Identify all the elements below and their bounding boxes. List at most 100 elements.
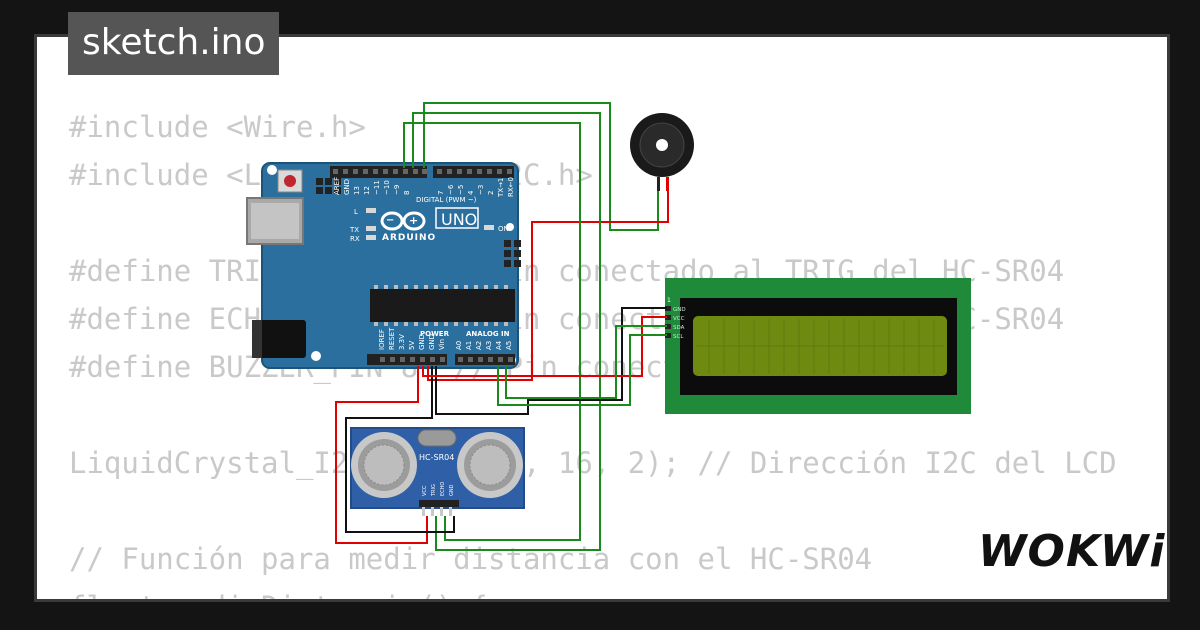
code-line: #include <Wire.h> — [69, 110, 366, 144]
crystal — [417, 429, 457, 447]
pin-label: IOREF — [378, 329, 386, 350]
pin-label: AREF — [333, 177, 341, 195]
lcd-pin[interactable] — [665, 306, 671, 311]
lcd-pin-index: 1 — [667, 297, 671, 304]
microcontroller-chip — [370, 285, 515, 326]
led-label: L — [354, 208, 358, 216]
pin-label: ~3 — [477, 185, 485, 195]
digital-pin-labels: AREF GND 13 12 ~11 ~10 ~9 8 7 ~6 ~5 4 ~3… — [333, 177, 515, 198]
pin-label: TX→1 — [497, 178, 505, 198]
reset-button-cap[interactable] — [284, 175, 296, 187]
pin-label: 13 — [353, 186, 361, 195]
lcd-pin-label: VCC — [673, 316, 685, 322]
preview-card: #include <Wire.h>#include <LiquidCrystal… — [34, 34, 1170, 602]
wire-sensor-vcc — [335, 366, 428, 544]
sensor-pin-label: ECHO — [440, 482, 446, 496]
transducer-left — [351, 432, 417, 498]
uno-label: UNO — [441, 210, 477, 229]
wire-lcd-scl — [497, 334, 667, 406]
mount-hole — [267, 165, 277, 175]
power-jack-edge — [252, 320, 262, 358]
pin-label: 4 — [467, 190, 475, 195]
lcd-pin-label: SDA — [673, 325, 685, 331]
icsp-header — [316, 178, 341, 194]
pin-label: A0 — [455, 341, 463, 350]
pin-label: 5V — [408, 341, 416, 350]
lcd-pin-label: SCL — [673, 334, 684, 340]
led-l — [366, 208, 376, 213]
pin-label: A4 — [495, 340, 503, 350]
pin-label: ~10 — [383, 180, 391, 195]
sensor-pin[interactable] — [431, 507, 434, 516]
led-on — [484, 225, 494, 230]
arduino-label: ARDUINO — [382, 233, 436, 243]
pin-label: 3.3V — [398, 334, 406, 350]
wire-sensor-gnd — [345, 366, 455, 533]
digital-header-label: DIGITAL (PWM ~) — [416, 196, 477, 204]
led-rx — [366, 235, 376, 240]
pin-label: GND — [418, 334, 426, 350]
sensor-label: HC-SR04 — [419, 453, 454, 462]
transducer-right — [457, 432, 523, 498]
analog-header — [455, 354, 515, 365]
sensor-pin[interactable] — [422, 507, 425, 516]
mount-hole — [311, 351, 321, 361]
wire-lcd-gnd — [435, 307, 667, 415]
pin-label: RESET — [388, 327, 396, 350]
lcd-pin-label: GND — [673, 307, 686, 313]
pin-label: RX←0 — [507, 177, 515, 197]
on-label: ON — [498, 225, 509, 233]
led-label: RX — [350, 235, 360, 243]
power-header-label: POWER — [420, 330, 450, 338]
pin-label: Vin — [438, 339, 446, 350]
power-jack — [252, 320, 306, 358]
pin-label: ~5 — [457, 185, 465, 195]
ultrasonic-sensor[interactable]: HC-SR04 VCC TRIG ECHO GND — [350, 427, 525, 516]
pin-label: ~11 — [373, 180, 381, 195]
buzzer[interactable] — [630, 113, 694, 191]
lcd-pin[interactable] — [665, 333, 671, 338]
pin-label: A1 — [465, 341, 473, 350]
pin-label: ~6 — [447, 184, 455, 195]
pin-label: 2 — [487, 191, 495, 195]
mount-hole — [506, 223, 514, 231]
pin-label: 8 — [403, 191, 411, 195]
pin-label: A5 — [505, 341, 513, 350]
code-line: // Función para medir distancia con el H… — [69, 542, 873, 576]
sketch-title: sketch.ino — [68, 12, 280, 75]
sensor-pin[interactable] — [440, 507, 443, 516]
lcd-pin[interactable] — [665, 315, 671, 320]
sensor-pin-label: VCC — [422, 485, 428, 496]
pin-label: GND — [428, 334, 436, 350]
wire-lcd-vcc — [422, 316, 667, 377]
pin-label: GND — [343, 179, 351, 195]
digital-header-holes — [333, 169, 512, 174]
pin-label: A3 — [485, 341, 493, 350]
wires — [335, 102, 669, 551]
pin-label: 7 — [437, 191, 445, 195]
pin-label: A2 — [475, 341, 483, 350]
lcd-char-grid — [696, 319, 944, 374]
sensor-header — [419, 500, 459, 507]
power-header — [367, 354, 447, 365]
code-line: float medirDistancia() { — [69, 583, 1135, 599]
wire-echo — [403, 122, 581, 541]
led-tx — [366, 226, 376, 231]
sensor-pin[interactable] — [449, 507, 452, 516]
wokwi-logo: WOKWi — [978, 526, 1166, 577]
pin-label: 12 — [363, 186, 371, 195]
analog-header-label: ANALOG IN — [466, 330, 510, 338]
uno-badge — [435, 207, 479, 229]
pin-label: ~9 — [393, 185, 401, 195]
usb-port-inner — [251, 203, 299, 239]
sensor-pin-label: GND — [449, 484, 455, 496]
lcd-pin[interactable] — [665, 324, 671, 329]
arduino-board: AREF GND 13 12 ~11 ~10 ~9 8 7 ~6 ~5 4 ~3… — [246, 162, 521, 369]
arduino-logo: − + — [380, 211, 426, 231]
lcd-display[interactable]: 1 GND VCC SDA SCL — [665, 278, 971, 414]
svg-text:+: + — [409, 214, 418, 227]
led-label: TX — [349, 226, 359, 234]
sensor-pin-label: TRIG — [431, 484, 437, 497]
wire-buzzer-power — [427, 191, 669, 381]
